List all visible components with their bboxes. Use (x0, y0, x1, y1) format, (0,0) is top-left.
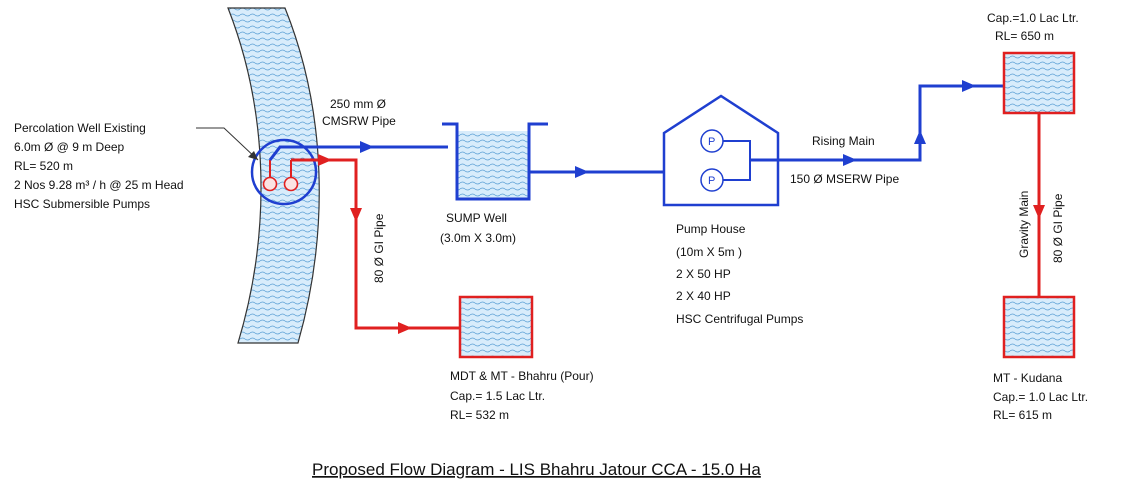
diagram-title: Proposed Flow Diagram - LIS Bhahru Jatou… (312, 460, 761, 479)
well-leader-line (196, 127, 259, 161)
mt-kudana-label: MT - Kudana Cap.= 1.0 Lac Ltr. RL= 615 m (993, 371, 1091, 422)
percolation-well-band (227, 7, 320, 344)
flow-arrow-icon (350, 208, 362, 222)
flow-arrow-icon (962, 80, 976, 92)
svg-text:P: P (708, 175, 715, 187)
suction-pipe-label: 250 mm Ø CMSRW Pipe (322, 97, 396, 128)
pump-house (662, 94, 780, 207)
sump-water (457, 131, 529, 199)
svg-text:P: P (708, 136, 715, 148)
flow-arrow-icon (398, 322, 412, 334)
percolation-well-label: Percolation Well Existing 6.0m Ø @ 9 m D… (14, 121, 187, 211)
mdt-tank (458, 295, 534, 359)
flow-arrow-icon (360, 141, 374, 153)
flow-arrow-icon (575, 166, 589, 178)
submersible-pump-icon (262, 160, 299, 192)
suction-pipe (268, 145, 448, 161)
sump-well (442, 122, 548, 201)
gravity-main-label: Gravity Main (1017, 191, 1031, 258)
gravity-main-pipe-label: 80 Ø GI Pipe (1051, 193, 1065, 263)
flow-arrow-icon (914, 130, 926, 144)
sump-well-label: SUMP Well (3.0m X 3.0m) (440, 211, 516, 245)
upper-tank-label: Cap.=1.0 Lac Ltr. RL= 650 m (987, 11, 1082, 43)
well-circle (250, 138, 318, 206)
flow-arrow-icon (318, 154, 332, 166)
pump-house-label: Pump House (10m X 5m ) 2 X 50 HP 2 X 40 … (676, 222, 803, 326)
flow-arrow-icon (843, 154, 857, 166)
mt-kudana-tank (1002, 295, 1076, 359)
flow-arrow-icon (1033, 205, 1045, 219)
rising-main-label: Rising Main (812, 134, 875, 148)
pump-icon: P (700, 129, 724, 153)
branch-pipe-label: 80 Ø GI Pipe (372, 213, 386, 283)
mdt-tank-label: MDT & MT - Bhahru (Pour) Cap.= 1.5 Lac L… (450, 369, 597, 422)
rising-main-pipe (750, 84, 1004, 162)
rising-main-pipe-label: 150 Ø MSERW Pipe (790, 172, 899, 186)
upper-tank (1002, 51, 1076, 115)
pump-icon: P (700, 168, 724, 192)
